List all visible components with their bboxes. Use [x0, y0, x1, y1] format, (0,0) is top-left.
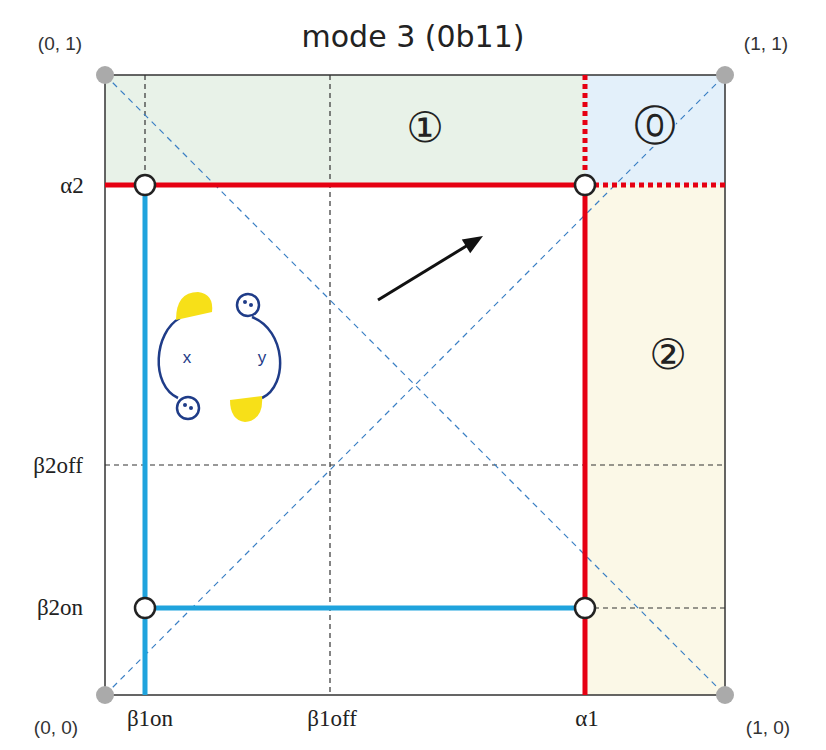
- red-dotted-boundary: [585, 75, 725, 185]
- region-number: ①: [406, 107, 444, 149]
- loop-illustration: [159, 292, 280, 422]
- region-fill: [105, 75, 585, 185]
- axis-label: β2on: [37, 595, 83, 621]
- diagram-title: mode 3 (0b11): [302, 20, 525, 55]
- corner-coordinate: (1, 0): [746, 717, 790, 739]
- unit-square: [105, 75, 725, 695]
- corner-coordinate: (0, 0): [34, 717, 78, 739]
- region-band: ②: [585, 185, 725, 695]
- region-number: ⓪: [634, 105, 676, 147]
- loop-label: y: [258, 348, 267, 368]
- blue-boundary: [145, 185, 585, 695]
- corner-coordinate: (1, 1): [744, 33, 788, 55]
- region-band: ①: [105, 75, 585, 185]
- axis-label: β1off: [307, 706, 357, 732]
- region-number: ②: [649, 334, 687, 376]
- diagonal-lines: [105, 75, 725, 695]
- region-fill: [585, 75, 725, 185]
- region-fill: [585, 185, 725, 695]
- region-band: ⓪: [585, 75, 725, 185]
- axis-label: α2: [60, 173, 84, 199]
- corner-dots: [96, 66, 734, 704]
- axis-label: α1: [575, 706, 599, 732]
- axis-label: β2off: [33, 453, 83, 479]
- corner-coordinate: (0, 1): [38, 33, 82, 55]
- direction-arrow: [378, 236, 483, 300]
- guide-lines: [105, 75, 725, 695]
- axis-label: β1on: [127, 706, 173, 732]
- red-boundary: [105, 185, 585, 695]
- loop-label: x: [183, 348, 192, 368]
- open-circles: [135, 175, 595, 618]
